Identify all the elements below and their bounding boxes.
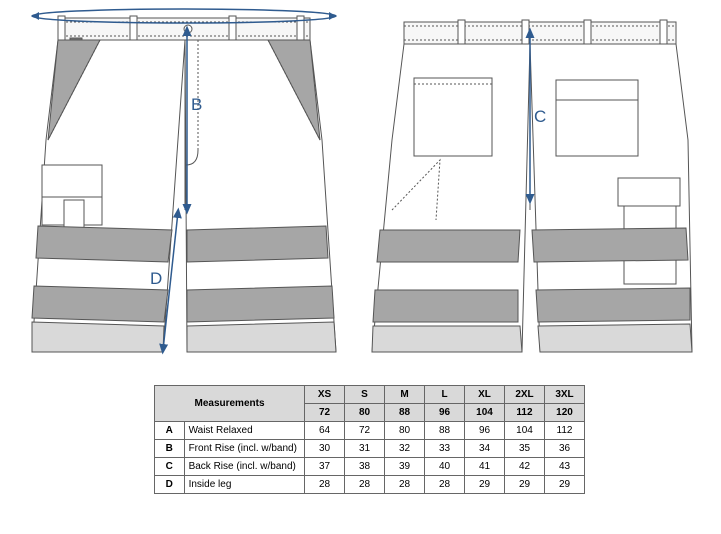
row-value: 72 <box>344 421 385 440</box>
table-row: C Back Rise (incl. w/band) 37 38 39 40 4… <box>154 457 585 476</box>
waist-size-value: 72 <box>304 403 345 422</box>
size-header-row: Measurements XS S M L XL 2XL 3XL <box>154 385 585 422</box>
size-header: 3XL <box>544 385 585 404</box>
row-code: D <box>154 475 185 494</box>
row-label: Inside leg <box>183 475 306 494</box>
dimension-label-d: D <box>150 269 162 288</box>
row-value: 28 <box>344 475 385 494</box>
size-header: L <box>424 385 465 404</box>
size-header: XS <box>304 385 345 404</box>
row-code: C <box>154 457 185 476</box>
row-value: 96 <box>464 421 505 440</box>
row-value: 37 <box>304 457 345 476</box>
waist-size-value: 120 <box>544 403 585 422</box>
waist-size-row: 72 80 88 96 104 112 120 <box>155 403 585 422</box>
row-value: 36 <box>544 439 585 458</box>
waist-size-value: 112 <box>504 403 545 422</box>
row-label: Front Rise (incl. w/band) <box>183 439 306 458</box>
row-value: 31 <box>344 439 385 458</box>
row-value: 64 <box>304 421 345 440</box>
size-chart-table: Measurements XS S M L XL 2XL 3XL 72 80 8… <box>154 385 585 494</box>
dimension-d-inside-leg <box>159 207 182 355</box>
row-value: 38 <box>344 457 385 476</box>
shorts-technical-drawing: A B C D <box>31 8 693 355</box>
waist-size-value: 80 <box>344 403 385 422</box>
row-value: 42 <box>504 457 545 476</box>
size-header: M <box>384 385 425 404</box>
dimension-a-waist <box>31 8 337 24</box>
dimension-label-b: B <box>191 95 202 114</box>
row-value: 28 <box>384 475 425 494</box>
row-value: 33 <box>424 439 465 458</box>
row-value: 29 <box>544 475 585 494</box>
waist-size-value: 104 <box>464 403 505 422</box>
row-value: 29 <box>504 475 545 494</box>
front-view-shorts <box>31 15 337 353</box>
row-value: 32 <box>384 439 425 458</box>
row-value: 30 <box>304 439 345 458</box>
row-label: Back Rise (incl. w/band) <box>183 457 306 476</box>
row-code: B <box>154 439 185 458</box>
waist-size-value: 88 <box>384 403 425 422</box>
row-value: 104 <box>504 421 545 440</box>
row-code: A <box>154 421 185 440</box>
row-value: 112 <box>544 421 585 440</box>
table-row: D Inside leg 28 28 28 28 29 29 29 <box>154 475 585 494</box>
row-value: 35 <box>504 439 545 458</box>
measurements-header: Measurements <box>154 385 305 422</box>
waist-size-value: 96 <box>424 403 465 422</box>
size-header: XL <box>464 385 505 404</box>
row-value: 88 <box>424 421 465 440</box>
dimension-label-c: C <box>534 107 546 126</box>
row-value: 80 <box>384 421 425 440</box>
table-row: B Front Rise (incl. w/band) 30 31 32 33 … <box>154 439 585 458</box>
row-value: 34 <box>464 439 505 458</box>
size-header: 2XL <box>504 385 545 404</box>
row-value: 39 <box>384 457 425 476</box>
row-value: 40 <box>424 457 465 476</box>
row-label: Waist Relaxed <box>183 421 306 440</box>
row-value: 28 <box>424 475 465 494</box>
back-view-shorts <box>371 19 693 353</box>
row-value: 43 <box>544 457 585 476</box>
size-header: S <box>344 385 385 404</box>
row-value: 28 <box>304 475 345 494</box>
table-row: A Waist Relaxed 64 72 80 88 96 104 112 <box>154 421 585 440</box>
row-value: 41 <box>464 457 505 476</box>
row-value: 29 <box>464 475 505 494</box>
